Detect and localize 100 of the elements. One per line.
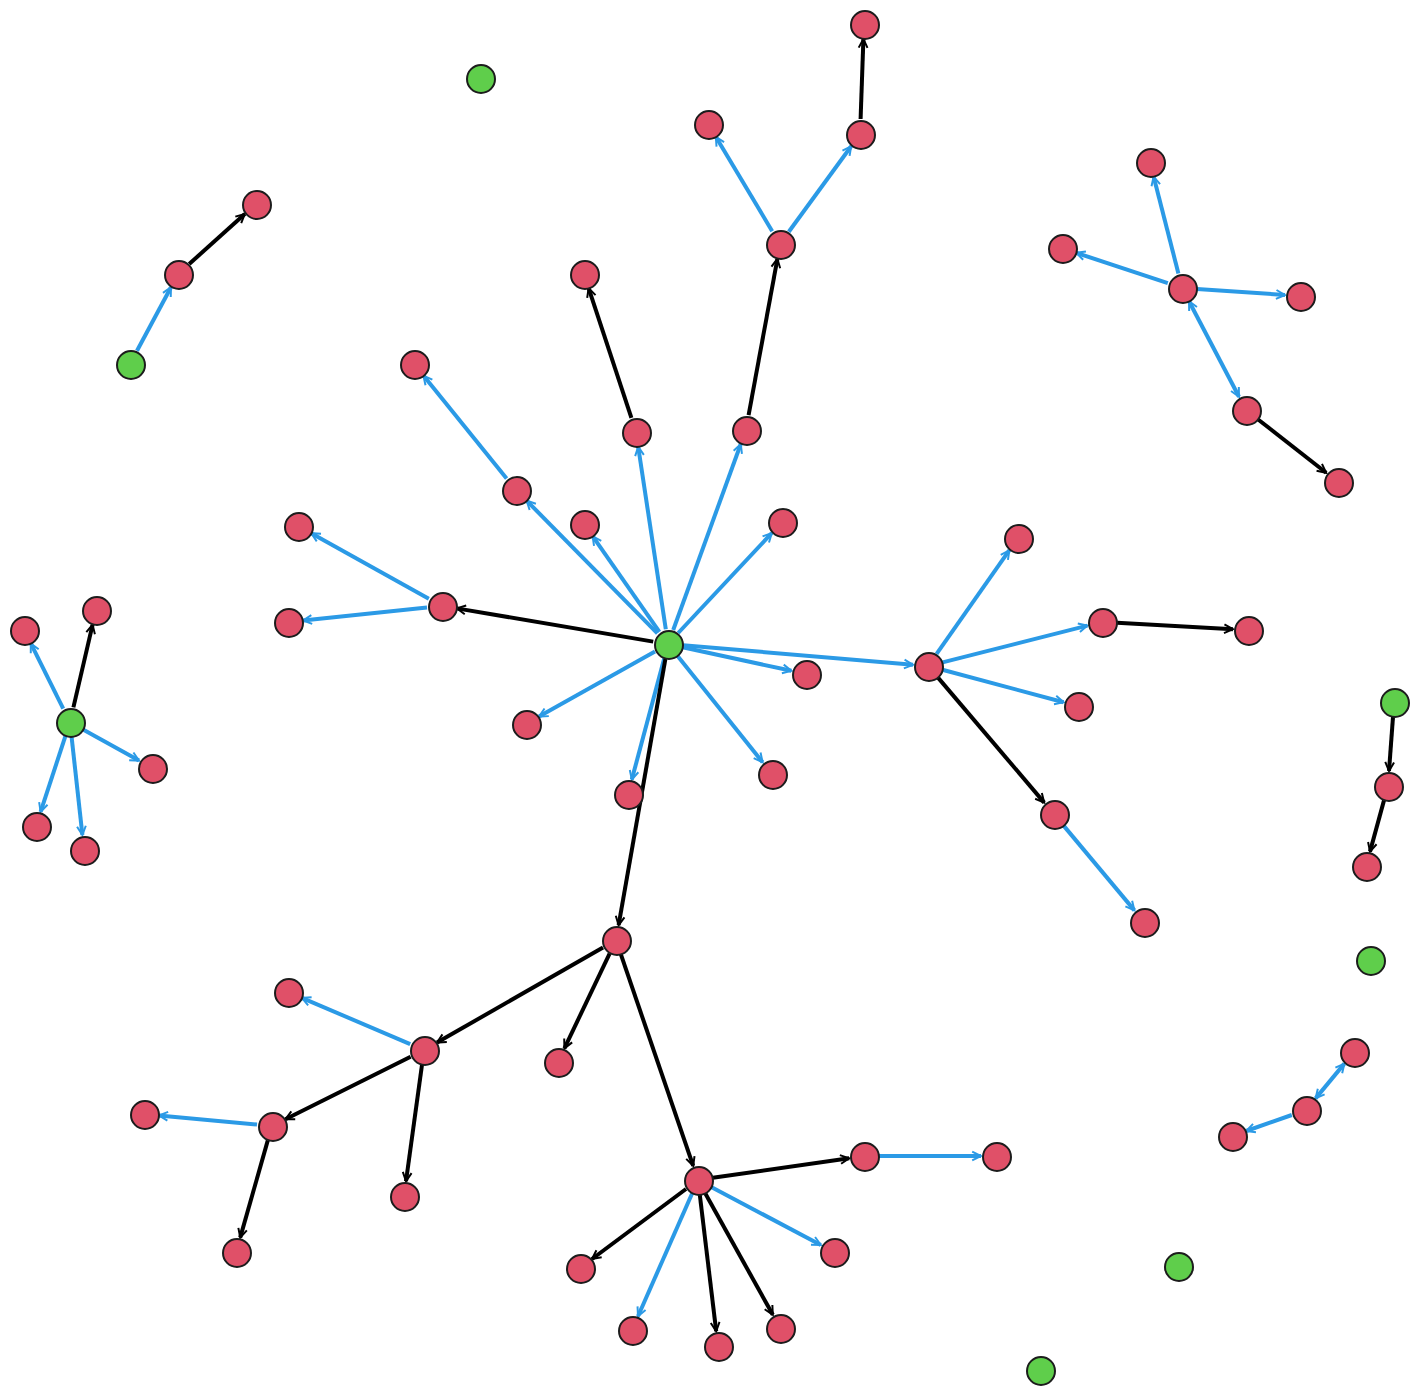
arrow <box>1196 287 1286 300</box>
graph-node <box>1025 1355 1055 1385</box>
graph-node <box>21 811 51 841</box>
graph-node <box>601 925 631 955</box>
graph-node <box>765 229 795 259</box>
graph-node <box>55 707 85 737</box>
graph-node <box>703 1331 733 1361</box>
graph-node <box>399 349 429 379</box>
arrow <box>455 604 654 644</box>
graph-node <box>409 1035 439 1065</box>
arrow <box>934 549 1012 655</box>
graph-node <box>1217 1121 1247 1151</box>
arrow <box>1075 250 1169 286</box>
graph-node <box>543 1047 573 1077</box>
graph-node <box>1087 607 1117 637</box>
graph-node <box>273 977 303 1007</box>
graph-node <box>427 591 457 621</box>
graph-node <box>683 1165 713 1195</box>
graph-node <box>1163 1251 1193 1281</box>
graph-node <box>465 63 495 93</box>
graph-node <box>1233 615 1263 645</box>
graph-node <box>621 417 651 447</box>
arrow <box>401 1064 424 1183</box>
arrow <box>1384 716 1396 772</box>
graph-node <box>819 1237 849 1267</box>
graph-node <box>241 189 271 219</box>
graph-node <box>849 1141 879 1171</box>
arrow <box>1062 824 1136 912</box>
arrow <box>1256 417 1328 475</box>
graph-node <box>1063 691 1093 721</box>
graph-node <box>1135 147 1165 177</box>
arrow <box>1245 1113 1293 1134</box>
arrow <box>562 952 612 1050</box>
graph-node <box>1039 799 1069 829</box>
arrow <box>618 953 696 1167</box>
arrow <box>586 287 634 419</box>
graph-node <box>845 119 875 149</box>
graph-node <box>653 629 683 659</box>
arrow <box>71 623 96 708</box>
graph-node <box>1291 1095 1321 1125</box>
graph-node <box>1379 687 1409 717</box>
graph-node <box>1339 1037 1369 1067</box>
arrow <box>634 445 668 630</box>
arrow <box>942 622 1089 665</box>
arrow <box>538 649 656 719</box>
graph-node <box>1129 907 1159 937</box>
graph-node <box>765 1313 795 1343</box>
arrow <box>710 1185 822 1247</box>
arrow <box>436 945 604 1045</box>
graph-node <box>221 1237 251 1267</box>
arrow <box>936 676 1046 804</box>
graph-node <box>81 595 111 625</box>
arrow <box>636 1193 694 1318</box>
arrow <box>1150 175 1181 274</box>
graph-node <box>565 1253 595 1283</box>
graph-node <box>1231 395 1261 425</box>
graph-node <box>731 415 761 445</box>
graph-node <box>9 615 39 645</box>
arrow <box>628 657 667 781</box>
arrow <box>787 145 853 233</box>
arrow <box>879 1150 982 1162</box>
graph-node <box>569 509 599 539</box>
graph-node <box>1373 771 1403 801</box>
graph-node <box>163 259 193 289</box>
arrow <box>1314 1062 1346 1100</box>
arrow <box>302 605 428 625</box>
graph-node <box>283 511 313 541</box>
graph-node <box>1351 851 1381 881</box>
graph-node <box>1003 523 1033 553</box>
graph-node <box>693 109 723 139</box>
graph-node <box>1285 281 1315 311</box>
graph-node <box>1355 945 1385 975</box>
graph-node <box>981 1141 1011 1171</box>
arrow <box>671 443 743 631</box>
arrow <box>682 643 914 670</box>
arrow <box>857 38 869 120</box>
graph-node <box>849 9 879 39</box>
graph-node <box>1323 467 1353 497</box>
graph-node <box>757 759 787 789</box>
graph-node <box>389 1181 419 1211</box>
graph-node <box>791 659 821 689</box>
arrow <box>69 736 87 836</box>
arrow <box>421 374 509 480</box>
arrow <box>158 1110 258 1127</box>
arrow <box>746 257 782 416</box>
arrow <box>614 658 668 927</box>
arrow <box>187 212 247 266</box>
arrow <box>237 1139 270 1239</box>
graph-node <box>913 651 943 681</box>
arrow <box>300 995 411 1047</box>
arrow <box>676 531 774 635</box>
graph-node <box>115 349 145 379</box>
arrow <box>941 667 1065 706</box>
arrow <box>675 654 765 764</box>
arrow <box>310 531 430 601</box>
arrow <box>135 286 173 352</box>
graph-node <box>257 1111 287 1141</box>
graph-node <box>1047 233 1077 263</box>
graph-node <box>501 475 531 505</box>
arrow <box>38 735 68 813</box>
